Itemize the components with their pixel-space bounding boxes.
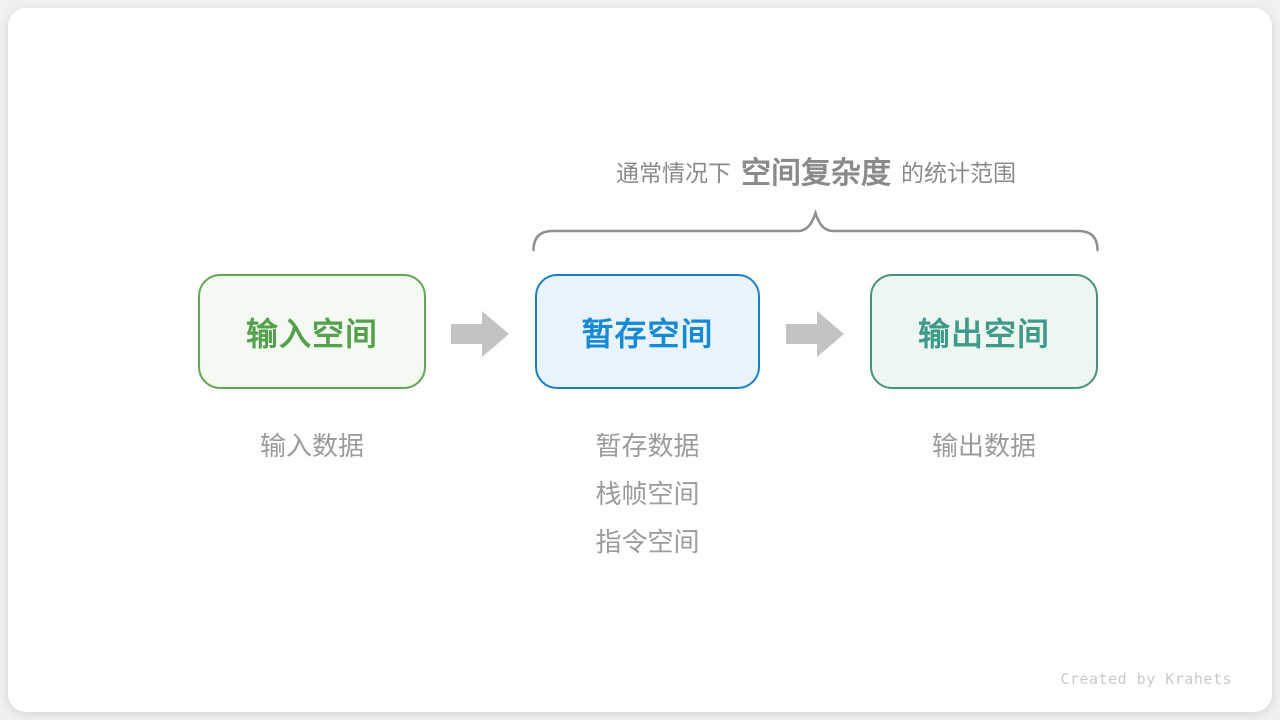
note-temp: 暂存数据 栈帧空间 指令空间 [535,422,760,566]
note-output: 输出数据 [870,422,1098,470]
box-temp-space: 暂存空间 [535,274,760,389]
brace-path [532,210,1099,252]
title-highlight: 空间复杂度 [741,157,891,190]
note-line: 暂存数据 [595,431,700,461]
brace-icon [532,210,1099,252]
title-prefix: 通常情况下 [616,160,731,186]
box-output-space: 输出空间 [870,274,1098,389]
note-line: 栈帧空间 [595,479,700,509]
arrow-right-icon [451,311,509,357]
box-input-space-label: 输入空间 [245,315,378,352]
box-output-space-label: 输出空间 [917,315,1050,352]
note-input: 输入数据 [198,422,426,470]
note-line: 输出数据 [931,431,1036,461]
title-suffix: 的统计范围 [901,160,1016,186]
box-temp-space-label: 暂存空间 [581,315,714,352]
credit-text: Created by Krahets [1060,670,1232,688]
diagram-card: 通常情况下空间复杂度的统计范围 输入空间 暂存空间 输出空间 输入数据 暂存数据… [8,8,1272,712]
box-input-space: 输入空间 [198,274,426,389]
note-line: 指令空间 [595,527,700,557]
diagram-title: 通常情况下空间复杂度的统计范围 [533,148,1099,192]
arrow-right-icon [786,311,844,357]
note-line: 输入数据 [259,431,364,461]
